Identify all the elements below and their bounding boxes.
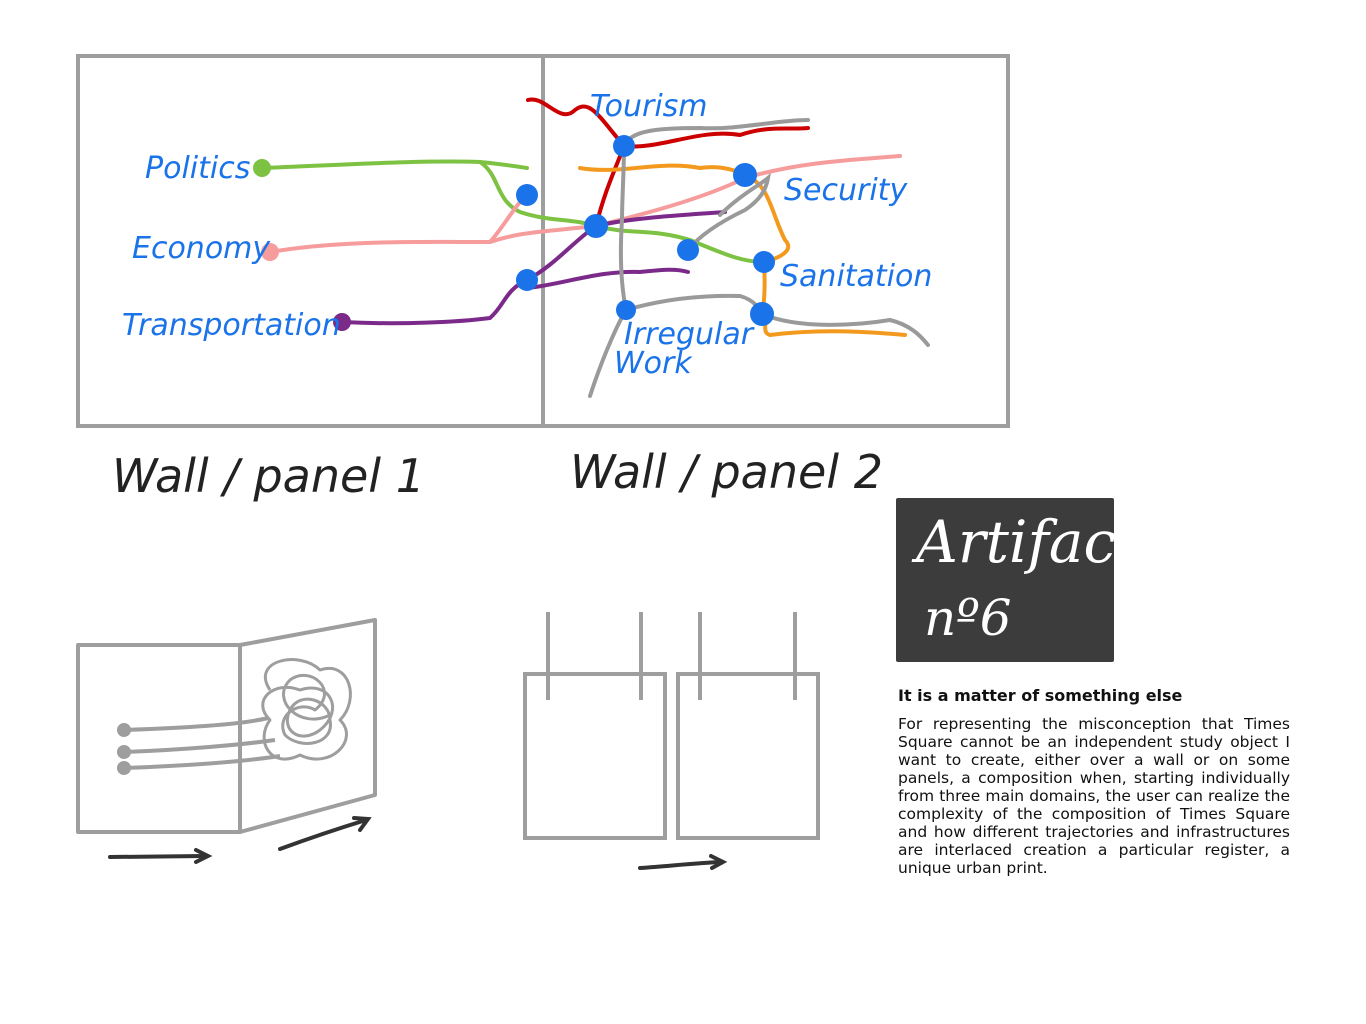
direction-arrows	[108, 816, 728, 870]
description-block: It is a matter of something else For rep…	[898, 686, 1290, 877]
tourism-branch	[594, 144, 626, 228]
economy-label: Economy	[132, 231, 271, 266]
domain-lines	[260, 97, 930, 398]
politics-dot	[253, 159, 271, 177]
node	[750, 302, 774, 326]
economy-dot	[261, 243, 279, 261]
security-line	[578, 163, 907, 338]
node	[733, 163, 757, 187]
politics-label: Politics	[145, 151, 250, 186]
folding-wall-dots	[117, 723, 131, 775]
node	[613, 135, 635, 157]
intersection-nodes	[516, 135, 775, 326]
politics-line	[260, 159, 529, 170]
node	[584, 214, 608, 238]
transport-branch	[525, 267, 690, 290]
security-label: Security	[784, 173, 908, 208]
node	[516, 269, 538, 291]
node	[616, 300, 636, 320]
main-frame	[76, 54, 1010, 428]
tourism-label: Tourism	[590, 89, 708, 124]
folding-wall-sketch	[76, 618, 377, 834]
irregular-label: Irregular	[624, 317, 755, 352]
panel2-label: Wall / panel 2	[570, 445, 883, 499]
work-label-text: Work	[614, 346, 693, 381]
description-heading: It is a matter of something else	[898, 686, 1183, 705]
description-body: For representing the misconception that …	[898, 715, 1290, 877]
node	[677, 239, 699, 261]
node	[753, 251, 775, 273]
panel1-label: Wall / panel 1	[112, 449, 425, 503]
transport-dot	[333, 313, 351, 331]
irregular-branch2	[686, 172, 771, 252]
sanitation-label: Sanitation	[780, 259, 932, 294]
tangle	[261, 658, 352, 761]
artifact-title: Artifact	[916, 508, 1140, 576]
hanging-panels-sketch	[523, 612, 820, 840]
artifact-number: nº6	[924, 589, 1012, 647]
node	[516, 184, 538, 206]
artifact-card: Artifact nº6	[896, 498, 1139, 662]
transportation-label: Transportation	[122, 308, 341, 343]
transport-line	[340, 210, 727, 326]
domain-dots	[253, 159, 351, 331]
